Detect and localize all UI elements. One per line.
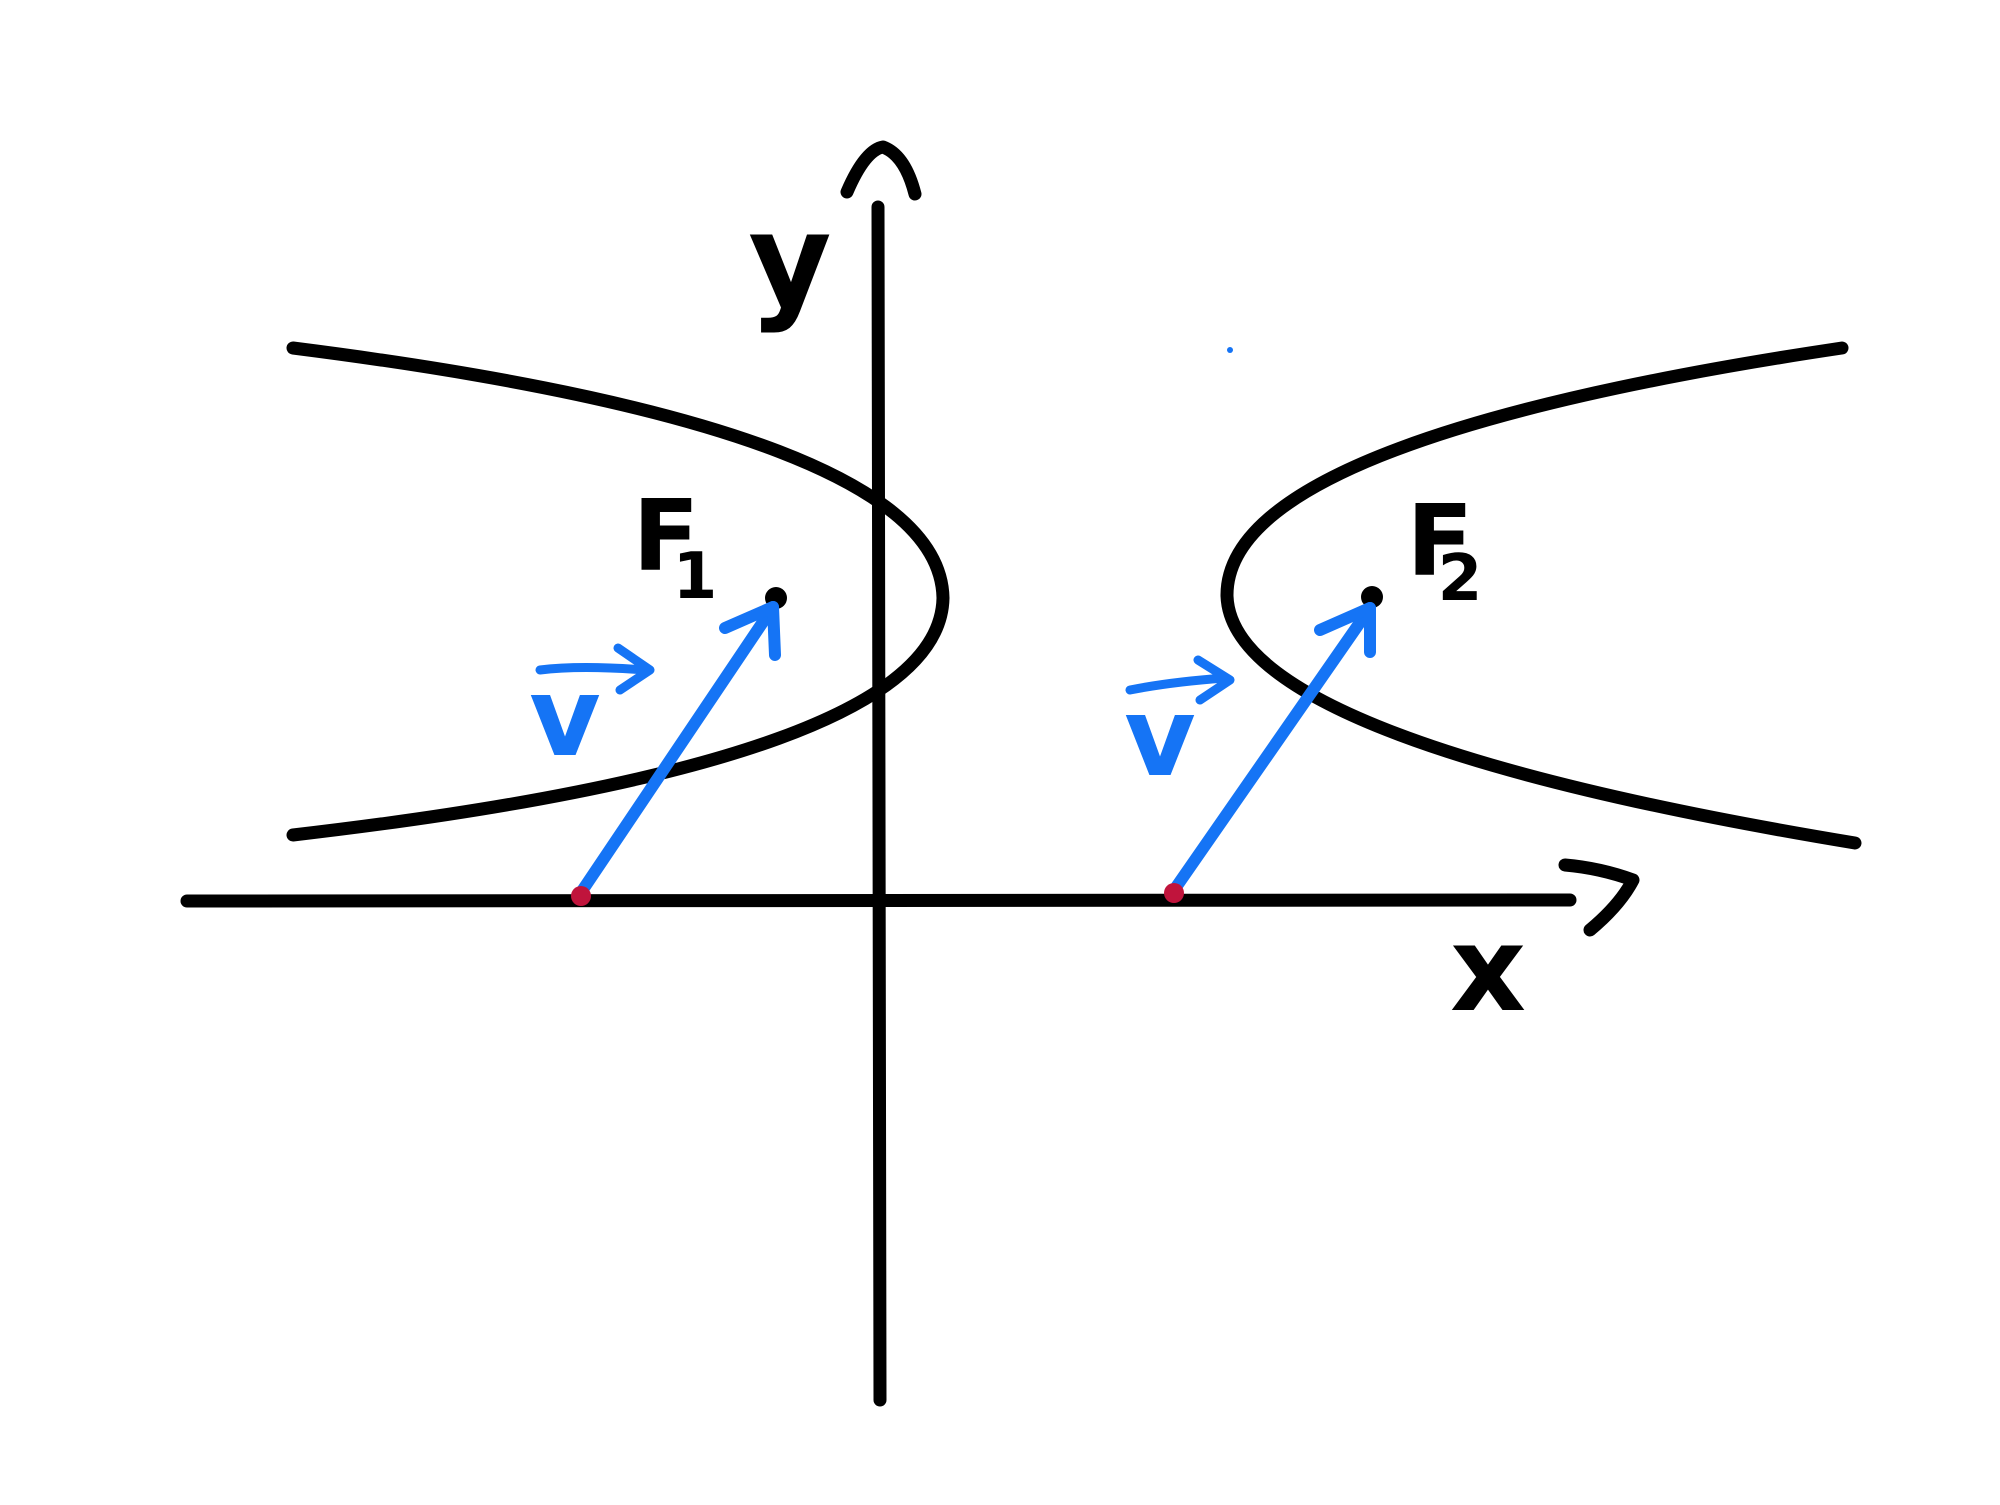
y-axis-line — [871, 200, 887, 1407]
focus-point-f2 — [1361, 586, 1383, 608]
stray-ink-dot — [1227, 347, 1233, 353]
vector-right — [1164, 602, 1376, 903]
x-axis — [180, 858, 1640, 937]
y-axis — [840, 140, 922, 1407]
vector-left-shaft — [574, 601, 779, 900]
vector-left-arrowhead — [719, 601, 781, 661]
focus-label-f2-subscript: 2 — [1438, 542, 1483, 616]
vector-left — [571, 601, 781, 906]
hyperbola-right-branch — [1220, 341, 1862, 850]
vector-label-left-arrow — [535, 643, 655, 695]
x-axis-line — [180, 893, 1577, 908]
focus-label-f2: F 2 — [1407, 485, 1483, 616]
focus-label-f1-subscript: 1 — [673, 540, 718, 614]
vector-left-base-point — [571, 886, 591, 906]
focus-label-f2-letter: F — [1407, 485, 1474, 599]
vector-right-base-point — [1164, 883, 1184, 903]
focus-label-f1: F 1 — [633, 480, 718, 614]
y-axis-arrowhead — [840, 140, 922, 201]
y-axis-label: y — [748, 187, 831, 336]
hyperbola-left-branch — [286, 341, 950, 842]
vector-right-arrowhead — [1314, 602, 1376, 658]
vector-right-shaft — [1166, 602, 1376, 899]
x-axis-arrowhead — [1558, 858, 1640, 937]
x-axis-label: x — [1450, 900, 1526, 1038]
vector-label-right-letter: v — [1124, 673, 1196, 801]
focus-label-f1-letter: F — [633, 480, 700, 594]
vector-label-left: v — [529, 643, 655, 781]
vector-label-right-arrow — [1125, 655, 1235, 705]
vector-label-right: v — [1124, 655, 1235, 801]
